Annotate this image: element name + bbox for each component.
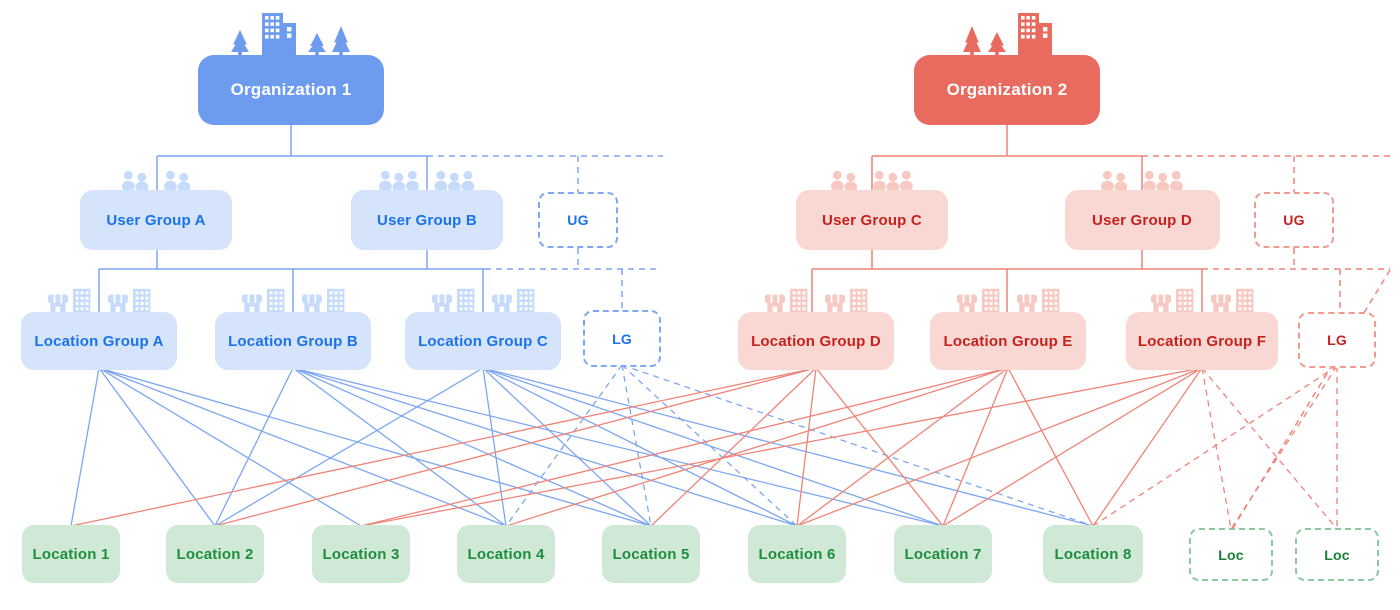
location-group-b-node: Location Group B — [215, 312, 371, 370]
location-group-ghost-blue-node: LG — [583, 310, 661, 367]
location-6-node: Location 6 — [748, 525, 846, 583]
location-5-label: Location 5 — [612, 545, 690, 563]
membership-line — [292, 367, 507, 527]
location-group-a-label: Location Group A — [34, 332, 164, 350]
location-2-node: Location 2 — [166, 525, 264, 583]
membership-line — [214, 367, 484, 527]
location-group-d-label: Location Group D — [751, 332, 881, 350]
location-group-ghost-blue-label: LG — [612, 330, 632, 347]
location-group-ghost-red-node: LG — [1298, 312, 1376, 368]
user-group-a-label: User Group A — [106, 211, 206, 229]
location-3-label: Location 3 — [322, 545, 400, 563]
location-ghost-2-label: Loc — [1324, 546, 1350, 563]
membership-line — [98, 367, 507, 527]
organization-1-node: Organization 1 — [198, 55, 384, 125]
membership-line — [942, 367, 1203, 527]
user-group-ghost-red-label: UG — [1283, 212, 1305, 228]
membership-line — [70, 367, 100, 527]
membership-line — [815, 367, 944, 527]
user-group-c-node: User Group C — [796, 190, 948, 250]
location-group-e-node: Location Group E — [930, 312, 1086, 370]
location-group-a-node: Location Group A — [21, 312, 177, 370]
membership-line — [505, 364, 623, 527]
membership-line — [942, 367, 1009, 527]
location-group-ghost-red-label: LG — [1327, 332, 1347, 348]
membership-line — [360, 367, 1009, 527]
location-1-node: Location 1 — [22, 525, 120, 583]
location-group-c-label: Location Group C — [418, 332, 548, 350]
membership-line — [796, 367, 1203, 527]
location-7-label: Location 7 — [904, 545, 982, 563]
organization-1-label: Organization 1 — [230, 80, 352, 99]
location-4-node: Location 4 — [457, 525, 555, 583]
membership-line — [1092, 367, 1203, 527]
membership-line — [1092, 365, 1338, 527]
membership-line — [1230, 365, 1338, 530]
user-group-b-label: User Group B — [377, 211, 477, 229]
location-ghost-1-label: Loc — [1218, 546, 1244, 563]
membership-line — [482, 367, 652, 527]
location-ghost-2-node: Loc — [1295, 528, 1379, 581]
location-8-node: Location 8 — [1043, 525, 1143, 583]
membership-line — [1201, 367, 1338, 530]
membership-line — [621, 364, 798, 527]
user-group-a-node: User Group A — [80, 190, 232, 250]
location-group-d-node: Location Group D — [738, 312, 894, 370]
membership-line — [98, 367, 216, 527]
user-group-d-label: User Group D — [1092, 211, 1192, 229]
location-1-label: Location 1 — [32, 545, 110, 563]
membership-line — [650, 367, 817, 527]
membership-line — [796, 367, 1009, 527]
location-group-e-label: Location Group E — [943, 332, 1073, 350]
location-ghost-1-node: Loc — [1189, 528, 1273, 581]
membership-line — [796, 367, 817, 527]
location-group-b-label: Location Group B — [228, 332, 358, 350]
user-group-ghost-red-node: UG — [1254, 192, 1334, 248]
user-group-c-label: User Group C — [822, 211, 922, 229]
user-group-b-node: User Group B — [351, 190, 503, 250]
location-group-c-node: Location Group C — [405, 312, 561, 370]
location-3-node: Location 3 — [312, 525, 410, 583]
membership-line — [482, 367, 944, 527]
user-group-d-node: User Group D — [1064, 190, 1220, 250]
membership-line — [1007, 367, 1094, 527]
membership-line — [98, 367, 362, 527]
membership-line — [292, 367, 944, 527]
location-6-label: Location 6 — [758, 545, 836, 563]
location-group-f-node: Location Group F — [1126, 312, 1278, 370]
organization-2-label: Organization 2 — [946, 80, 1068, 99]
membership-line — [98, 367, 652, 527]
location-4-label: Location 4 — [467, 545, 545, 563]
organization-2-node: Organization 2 — [914, 55, 1100, 125]
membership-line — [360, 367, 1203, 527]
user-group-ghost-blue-node: UG — [538, 192, 618, 248]
membership-line — [621, 364, 652, 527]
user-group-ghost-blue-label: UG — [567, 212, 589, 228]
membership-line — [292, 367, 652, 527]
membership-line — [214, 367, 817, 527]
membership-line — [214, 367, 294, 527]
membership-line — [1201, 367, 1232, 530]
location-group-f-label: Location Group F — [1137, 332, 1267, 350]
membership-line — [70, 367, 817, 527]
location-7-node: Location 7 — [894, 525, 992, 583]
location-2-label: Location 2 — [176, 545, 254, 563]
membership-line — [292, 367, 798, 527]
membership-line — [505, 367, 1009, 527]
membership-line — [482, 367, 1094, 527]
location-8-label: Location 8 — [1054, 545, 1132, 563]
membership-line — [482, 367, 798, 527]
location-5-node: Location 5 — [602, 525, 700, 583]
